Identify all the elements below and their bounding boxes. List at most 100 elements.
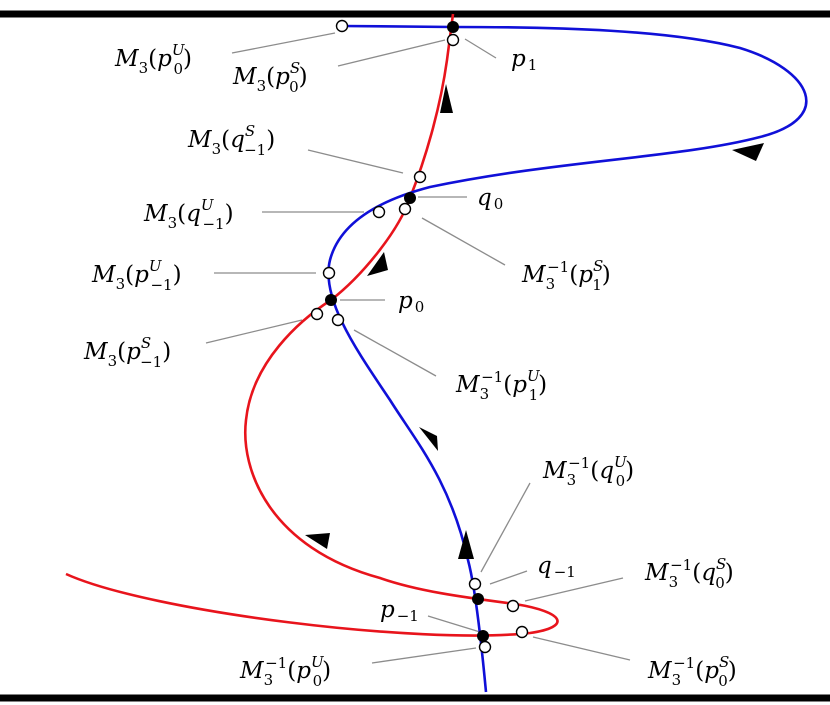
label-function-letter: M (187, 127, 213, 153)
label-close-paren: ) (725, 560, 734, 586)
label-function-index: 3 (546, 275, 556, 293)
label-superscript: S (716, 555, 726, 573)
label-m3-qm1u: M3(qU−1) (143, 196, 234, 233)
label-open-paren: ( (503, 372, 512, 398)
label-m3-qm1s: M3(qS−1) (187, 122, 275, 159)
label-superscript: S (719, 653, 729, 671)
label-superscript: S (290, 59, 300, 77)
label-qm1: q−1 (537, 553, 576, 581)
stable-manifold-curve (65, 13, 559, 637)
label-variable: q (537, 553, 552, 579)
leader-line-minv-p1u (353, 329, 437, 377)
open-points (310, 19, 529, 654)
leader-line-minv-p0u (371, 647, 477, 664)
label-variable: q (230, 127, 245, 153)
label-function-letter: M (647, 658, 673, 684)
label-open-paren: ( (590, 458, 599, 484)
label-inverse-exponent: −1 (481, 368, 503, 386)
label-inverse-exponent: −1 (568, 454, 590, 472)
label-variable: p (704, 658, 719, 684)
label-variable: p (512, 372, 527, 398)
label-function-letter: M (542, 458, 568, 484)
leader-line-pm1 (427, 615, 481, 633)
label-variable: p (578, 262, 593, 288)
label-close-paren: ) (538, 372, 547, 398)
label-function-index: 3 (212, 140, 222, 158)
label-function-index: 3 (257, 77, 267, 95)
label-function-letter: M (91, 262, 117, 288)
unstable-manifold-curve (327, 24, 808, 693)
label-function-index: 3 (108, 352, 118, 370)
leader-line-minv-p1s (421, 217, 506, 266)
label-function-letter: M (83, 339, 109, 365)
open-point-minv-p1u (331, 313, 345, 327)
label-inverse-exponent: −1 (673, 654, 695, 672)
label-variable: q (701, 560, 716, 586)
label-superscript: U (614, 453, 628, 471)
label-open-paren: ( (266, 64, 275, 90)
label-subscript: 0 (313, 672, 323, 690)
label-subscript: −1 (140, 353, 162, 371)
label-open-paren: ( (148, 46, 157, 72)
label-close-paren: ) (728, 658, 737, 684)
leader-line-minv-p0s (532, 636, 631, 661)
direction-arrows (305, 84, 764, 559)
leader-line-p1 (464, 38, 497, 59)
label-close-paren: ) (225, 201, 234, 227)
label-superscript: U (172, 41, 186, 59)
label-variable: p (134, 262, 149, 288)
label-variable: p (398, 288, 413, 314)
arrow-stable-top (440, 84, 453, 113)
arrow-unstable-right (732, 143, 764, 161)
label-open-paren: ( (177, 201, 186, 227)
label-subscript: 0 (173, 60, 183, 78)
open-point-m3-pm1s (310, 307, 324, 321)
open-point-m3-p0s (446, 33, 460, 47)
label-function-letter: M (521, 262, 547, 288)
label-function-letter: M (232, 64, 258, 90)
open-point-minv-p0s (515, 625, 529, 639)
leader-line-m3-p0u (231, 32, 336, 54)
arrow-unstable-lower (458, 530, 474, 559)
filled-point-p1 (447, 21, 459, 33)
label-variable: p (157, 46, 172, 72)
label-inverse-exponent: −1 (670, 556, 692, 574)
label-close-paren: ) (299, 64, 308, 90)
open-point-m3-pm1u (322, 266, 336, 280)
label-function-letter: M (239, 658, 265, 684)
arrow-stable-middle (367, 252, 388, 276)
label-open-paren: ( (221, 127, 230, 153)
label-variable: q (477, 185, 492, 211)
filled-point-pm1 (477, 630, 489, 642)
open-point-minv-p1s (398, 202, 412, 216)
leader-line-qm1 (489, 570, 528, 585)
open-point-minv-q0u (468, 577, 482, 591)
filled-point-qm1 (472, 593, 484, 605)
label-open-paren: ( (569, 262, 578, 288)
open-point-minv-p0u (478, 640, 492, 654)
label-subscript: −1 (554, 563, 576, 581)
label-subscript: 0 (718, 672, 728, 690)
filled-points (325, 21, 489, 642)
leader-line-m3-pm1s (205, 319, 303, 344)
label-close-paren: ) (602, 262, 611, 288)
open-point-minv-q0s (506, 599, 520, 613)
leader-line-minv-q0u (480, 482, 531, 573)
label-close-paren: ) (173, 262, 182, 288)
label-function-index: 3 (168, 214, 178, 232)
label-subscript: 0 (715, 574, 725, 592)
label-subscript: 0 (494, 195, 504, 213)
label-superscript: U (201, 196, 215, 214)
label-subscript: −1 (150, 276, 172, 294)
label-function-index: 3 (116, 275, 126, 293)
label-close-paren: ) (266, 127, 275, 153)
label-subscript: 0 (616, 472, 626, 490)
